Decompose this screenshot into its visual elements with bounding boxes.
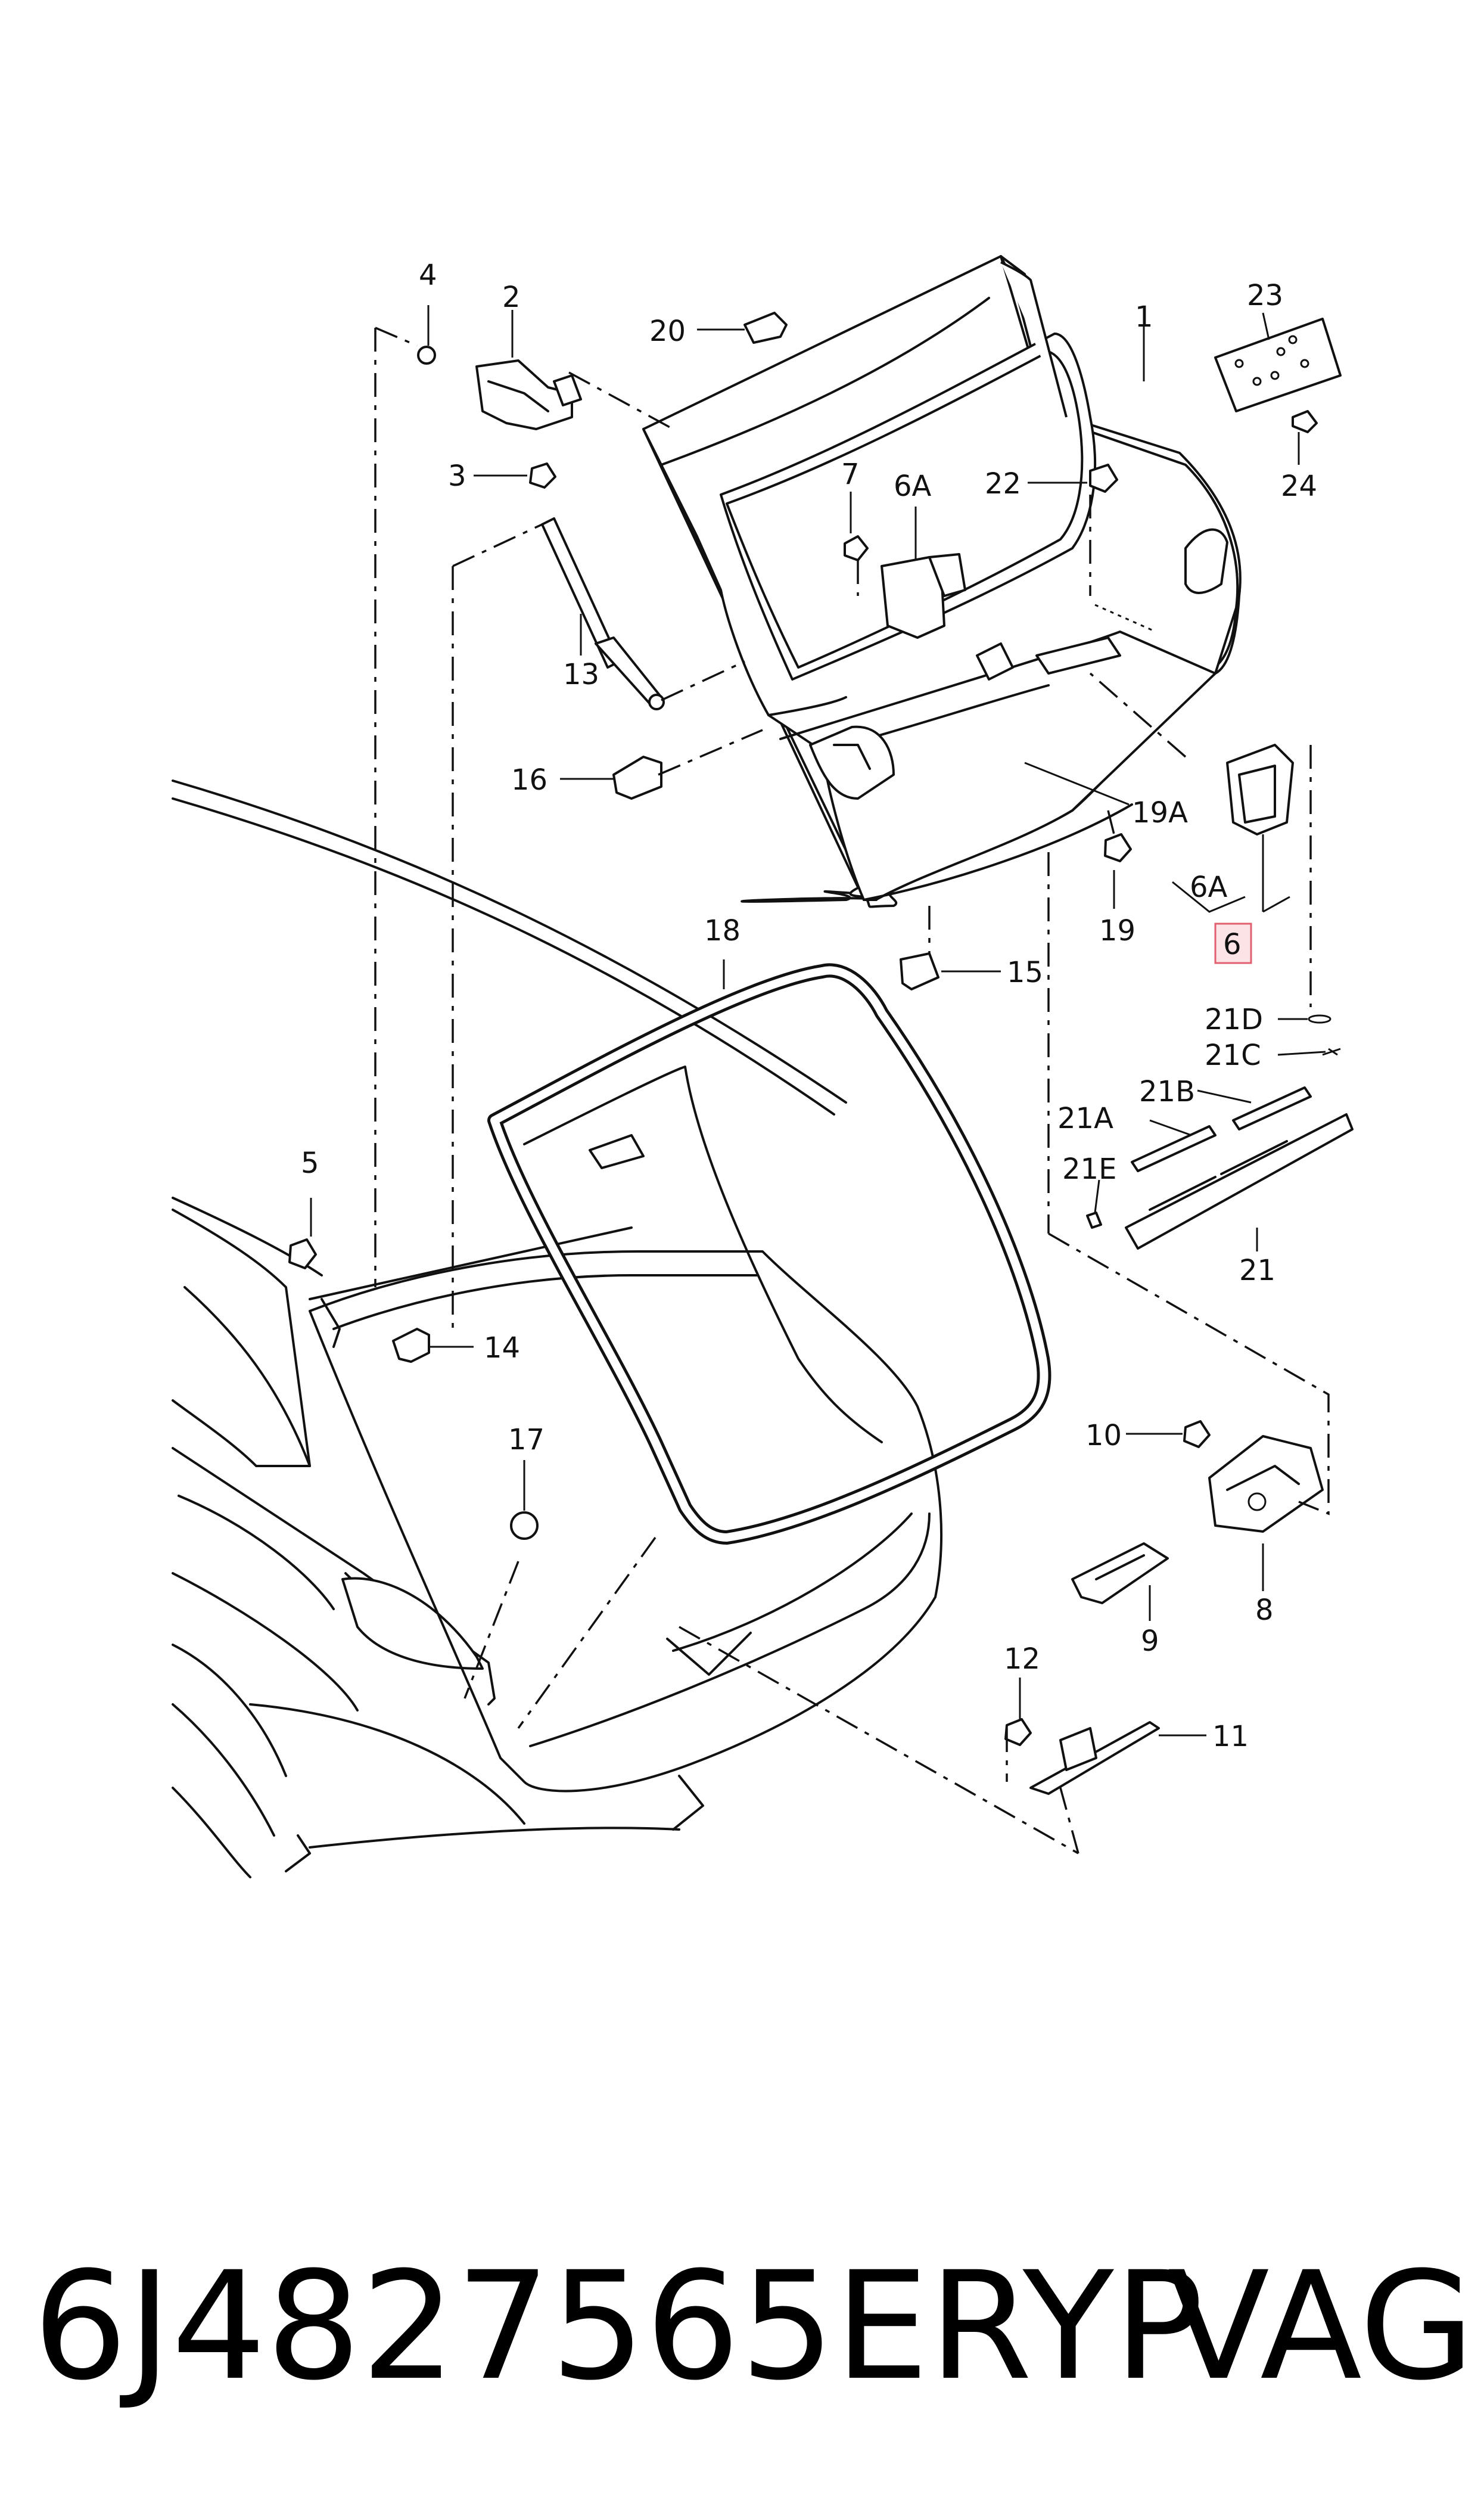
assembly-lines xyxy=(374,327,1330,1855)
callout-23: 23 xyxy=(1247,279,1283,312)
part-12-nut xyxy=(1004,1718,1032,1746)
callout-21B: 21B xyxy=(1139,1075,1195,1108)
part-13-gas-strut xyxy=(541,517,665,710)
part-14-ball-stud xyxy=(392,1328,430,1363)
callout-14: 14 xyxy=(484,1331,520,1365)
part-4-washer xyxy=(417,346,436,365)
callout-labels: 4 2 3 13 16 5 14 17 18 15 20 7 6A 22 1 2… xyxy=(301,259,1317,1753)
callout-3: 3 xyxy=(448,459,466,493)
callout-2: 2 xyxy=(502,281,521,314)
part-17-cap xyxy=(510,1511,539,1540)
callout-18: 18 xyxy=(704,914,741,948)
part-6-handle xyxy=(1226,744,1294,835)
callout-21E: 21E xyxy=(1062,1153,1116,1186)
callout-6A-top: 6A xyxy=(894,470,932,503)
part-11-latch xyxy=(1029,1721,1160,1795)
callout-20: 20 xyxy=(649,315,686,348)
brand-name: VAG xyxy=(1168,2240,1474,2413)
car-body-outline xyxy=(172,779,847,1878)
callout-15: 15 xyxy=(1007,956,1043,989)
part-21A-strip xyxy=(1131,1125,1217,1172)
part-21D-ring xyxy=(1308,1014,1331,1024)
callout-9: 9 xyxy=(1141,1625,1159,1658)
part-21-trim-strip xyxy=(1125,1113,1354,1250)
part-19-nut xyxy=(1104,833,1132,862)
callout-10: 10 xyxy=(1085,1419,1122,1452)
tailgate-seal xyxy=(487,963,1051,1545)
part-20-clip xyxy=(743,312,788,344)
callout-22: 22 xyxy=(985,467,1021,501)
callout-16: 16 xyxy=(511,763,547,797)
leader-1 xyxy=(1094,604,1156,633)
callout-8: 8 xyxy=(1255,1594,1274,1627)
callout-17: 17 xyxy=(508,1423,545,1456)
callout-21: 21 xyxy=(1239,1254,1275,1287)
part-number: 6J4827565ERYP xyxy=(33,2240,1203,2413)
part-9-release-handle xyxy=(1071,1542,1169,1604)
part-8-lock xyxy=(1208,1435,1324,1533)
part-22-nut xyxy=(1089,464,1118,493)
part-21C-screw xyxy=(1322,1048,1341,1056)
part-16-ball-stud xyxy=(612,756,662,800)
callout-7: 7 xyxy=(841,458,860,491)
callout-11: 11 xyxy=(1212,1720,1249,1753)
part-24-screw xyxy=(1292,410,1318,433)
callout-19: 19 xyxy=(1099,914,1135,948)
callout-4: 4 xyxy=(419,259,437,292)
part-21E-pin xyxy=(1086,1212,1102,1229)
callout-21C: 21C xyxy=(1205,1039,1261,1072)
part-6A-lock-holder xyxy=(881,553,966,639)
part-15-buffer xyxy=(900,952,939,990)
callout-1: 1 xyxy=(1135,300,1153,334)
callout-6: 6 xyxy=(1223,928,1242,961)
leader-lines xyxy=(310,305,1326,1737)
part-5-nut xyxy=(288,1238,317,1269)
part-23-plate xyxy=(1214,318,1342,412)
part-2-hinge xyxy=(475,359,582,430)
callout-24: 24 xyxy=(1281,470,1317,503)
part-7-nut xyxy=(844,535,869,561)
callout-21D: 21D xyxy=(1205,1003,1263,1036)
part-21B-strip xyxy=(1232,1086,1312,1130)
callout-6-highlight-box xyxy=(1214,923,1252,964)
callout-13: 13 xyxy=(563,658,599,691)
callout-19A: 19A xyxy=(1132,796,1188,830)
callout-5: 5 xyxy=(301,1147,319,1180)
part-10-nut xyxy=(1183,1420,1211,1448)
tailgate-opening xyxy=(309,1250,942,1831)
callout-6A-bottom: 6A xyxy=(1190,871,1228,904)
callout-21A: 21A xyxy=(1057,1102,1113,1135)
part-3-nut xyxy=(529,462,556,489)
callout-12: 12 xyxy=(1004,1642,1040,1676)
